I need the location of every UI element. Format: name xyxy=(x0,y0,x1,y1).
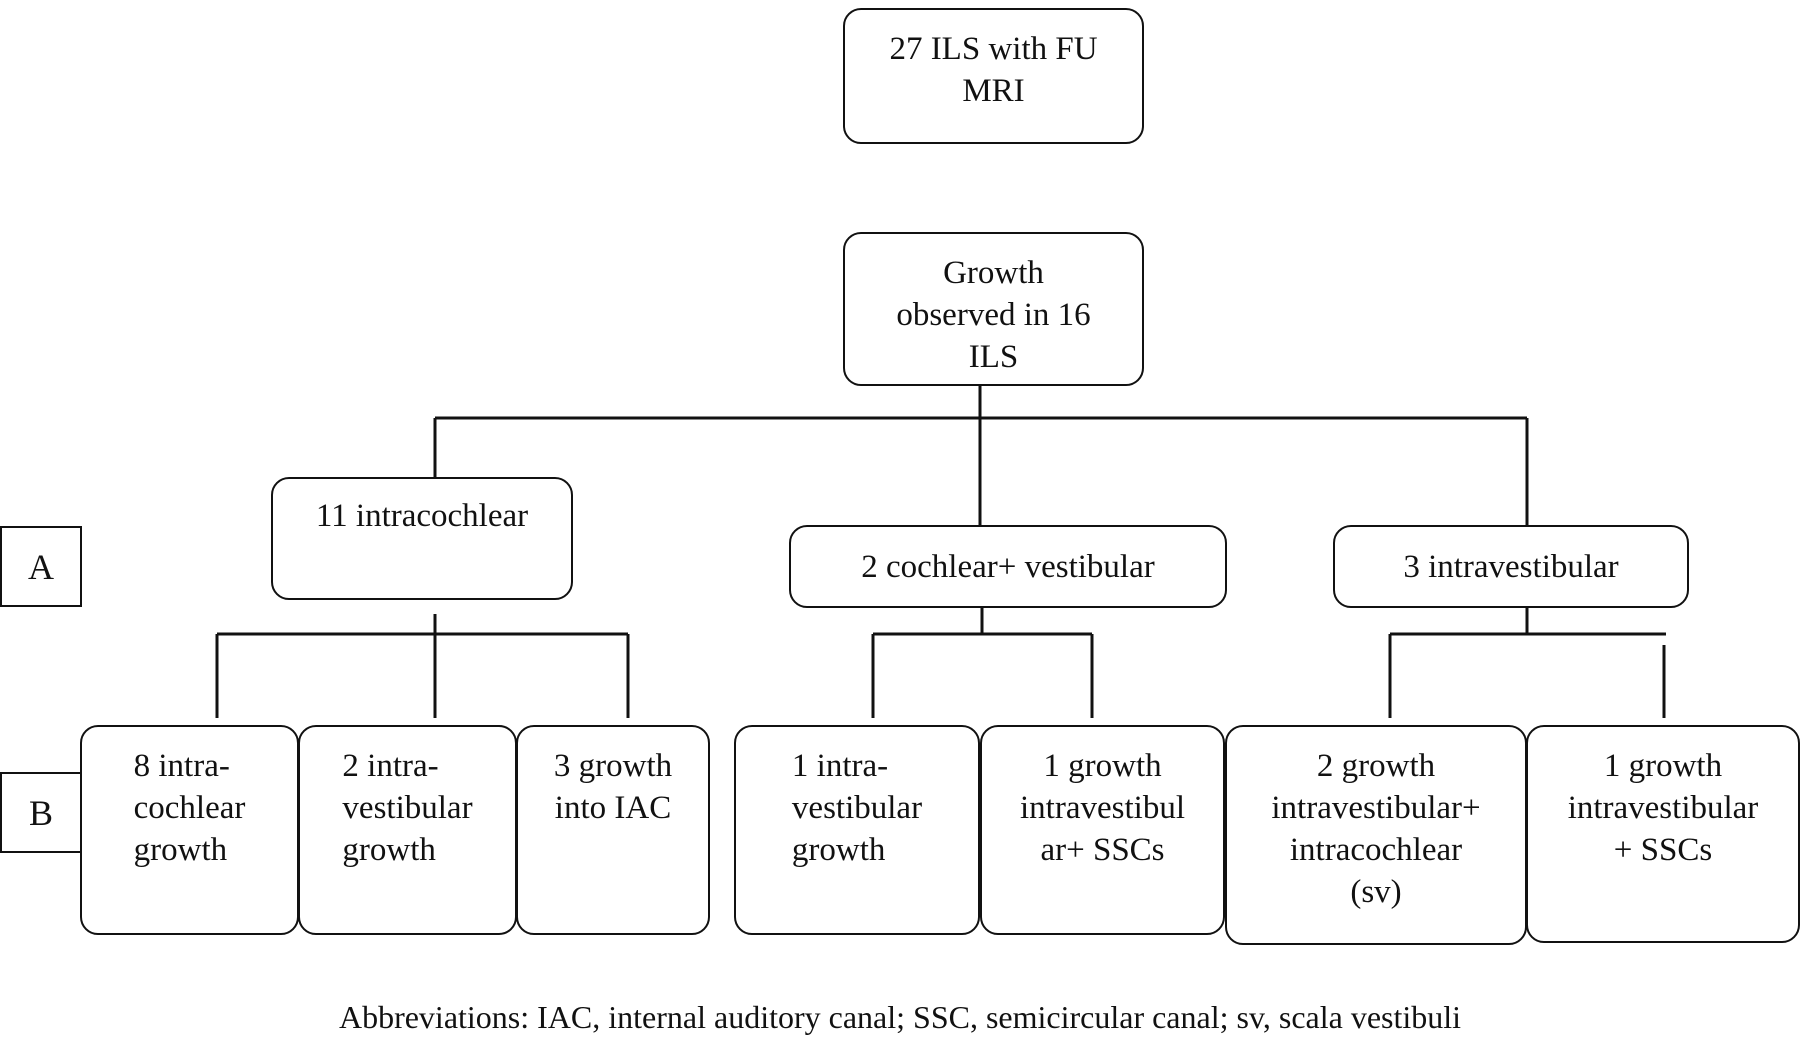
leaf-node: 3 growth into IAC xyxy=(516,725,710,935)
leaf-node-text: 2 intra- vestibular growth xyxy=(342,748,473,868)
leaf-node: 8 intra- cochlear growth xyxy=(80,725,299,935)
category-intravestibular-text: 3 intravestibular xyxy=(1403,548,1619,585)
category-cochlear-vestibular-text: 2 cochlear+ vestibular xyxy=(861,548,1155,585)
growth-node-text: Growth observed in 16 ILS xyxy=(896,255,1091,375)
category-intravestibular: 3 intravestibular xyxy=(1333,525,1689,608)
category-cochlear-vestibular: 2 cochlear+ vestibular xyxy=(789,525,1227,608)
leaf-node: 1 intra- vestibular growth xyxy=(734,725,980,935)
leaf-node: 1 growth intravestibular + SSCs xyxy=(1526,725,1800,943)
leaf-node: 2 growth intravestibular+ intracochlear … xyxy=(1225,725,1527,945)
leaf-node-text: 3 growth into IAC xyxy=(553,748,673,826)
abbreviations-footnote: Abbreviations: IAC, internal auditory ca… xyxy=(338,999,1462,1035)
leaf-node-text: 2 growth intravestibular+ intracochlear … xyxy=(1271,748,1481,910)
leaf-node: 2 intra- vestibular growth xyxy=(298,725,517,935)
growth-node: Growth observed in 16 ILS xyxy=(843,232,1144,386)
root-node: 27 ILS with FU MRI xyxy=(843,8,1144,144)
leaf-node-text: 1 growth intravestibular + SSCs xyxy=(1567,748,1759,868)
leaf-node-text: 1 growth intravestibul ar+ SSCs xyxy=(1020,748,1185,868)
row-label-a-text: A xyxy=(28,546,54,587)
leaf-node-text: 1 intra- vestibular growth xyxy=(791,748,923,868)
category-intracochlear: 11 intracochlear xyxy=(271,477,573,600)
row-label-a: A xyxy=(0,526,82,607)
leaf-node-text: 8 intra- cochlear growth xyxy=(133,748,246,868)
category-intracochlear-text: 11 intracochlear xyxy=(315,498,529,534)
row-label-b-text: B xyxy=(28,792,53,833)
leaf-node: 1 growth intravestibul ar+ SSCs xyxy=(980,725,1225,935)
row-label-b: B xyxy=(0,772,82,853)
root-node-text: 27 ILS with FU MRI xyxy=(889,31,1098,109)
